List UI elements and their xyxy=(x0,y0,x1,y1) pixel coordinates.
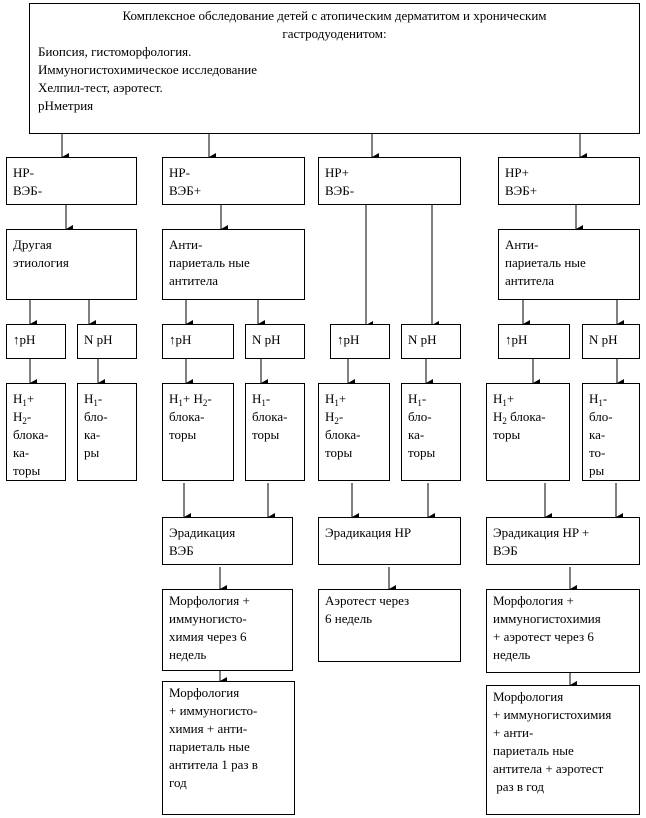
group-label: HP- xyxy=(13,165,34,180)
cause-label: Другая xyxy=(13,237,52,252)
ph-label: ↑рН xyxy=(337,332,360,347)
ph-high-box: ↑рН xyxy=(162,324,234,359)
h1-h2-blockers-box: H1+ H2- блока- ка- торы xyxy=(6,383,66,481)
ph-label: ↑рН xyxy=(169,332,192,347)
other-etiology-box: Другая этиология xyxy=(6,229,137,300)
h1-h2-blockers-box: H1+ H2- блока- торы xyxy=(318,383,390,481)
ph-normal-box: N рН xyxy=(582,324,640,359)
examination-box: Комплексное обследование детей с атопиче… xyxy=(29,3,640,134)
group-label: ВЭБ- xyxy=(325,183,355,198)
group-label: HP+ xyxy=(325,165,349,180)
group-label: ВЭБ- xyxy=(13,183,43,198)
h1-h2-blockers-box: H1+ H2- блока- торы xyxy=(162,383,234,481)
group-hp-pos-veb-neg: HP+ ВЭБ- xyxy=(318,157,461,205)
ph-label: N рН xyxy=(252,332,281,347)
ph-normal-box: N рН xyxy=(245,324,305,359)
ph-label: ↑рН xyxy=(13,332,36,347)
examination-item: Иммуногистохимическое исследование xyxy=(38,62,258,77)
cause-label: париеталь ные xyxy=(169,255,250,270)
ph-normal-box: N рН xyxy=(401,324,461,359)
cause-label: Анти- xyxy=(169,237,203,252)
h1-blockers-box: H1- блока- торы xyxy=(245,383,305,481)
ph-label: N рН xyxy=(589,332,618,347)
group-hp-neg-veb-neg: HP- ВЭБ- xyxy=(6,157,137,205)
ph-high-box: ↑рН xyxy=(498,324,570,359)
ph-normal-box: N рН xyxy=(77,324,137,359)
cause-label: этиология xyxy=(13,255,69,270)
ph-label: N рН xyxy=(408,332,437,347)
antiparietal-antibodies-box: Анти- париеталь ные антитела xyxy=(162,229,305,300)
antiparietal-antibodies-box: Анти- париеталь ные антитела xyxy=(498,229,640,300)
group-label: HP+ xyxy=(505,165,529,180)
eradication-veb-box: Эрадикация ВЭБ xyxy=(162,517,293,565)
group-label: HP- xyxy=(169,165,190,180)
eradication-hp-veb-box: Эрадикация HP + ВЭБ xyxy=(486,517,640,565)
followup-yearly-morphology-aerotest: Морфология + иммуногистохимия + анти- па… xyxy=(486,685,640,815)
cause-label: париеталь ные xyxy=(505,255,586,270)
group-hp-pos-veb-pos: HP+ ВЭБ+ xyxy=(498,157,640,205)
followup-yearly-morphology: Морфология + иммуногисто- химия + анти- … xyxy=(162,681,295,815)
examination-item: Биопсия, гистоморфология. xyxy=(38,44,192,59)
examination-title: Комплексное обследование детей с атопиче… xyxy=(122,8,547,41)
followup-morphology-6-weeks: Морфология + иммуногисто- химия через 6 … xyxy=(162,589,293,671)
examination-item: Хелпил-тест, аэротест. xyxy=(38,80,163,95)
cause-label: антитела xyxy=(169,273,219,288)
group-label: ВЭБ+ xyxy=(505,183,538,198)
followup-aerotest-6-weeks: Аэротест через 6 недель xyxy=(318,589,461,662)
cause-label: Анти- xyxy=(505,237,539,252)
examination-item: рНметрия xyxy=(38,98,94,113)
group-label: ВЭБ+ xyxy=(169,183,202,198)
group-hp-neg-veb-pos: HP- ВЭБ+ xyxy=(162,157,305,205)
h1-blockers-box: H1- бло- ка- торы xyxy=(401,383,461,481)
ph-high-box: ↑рН xyxy=(330,324,390,359)
followup-morphology-aerotest-6-weeks: Морфология + иммуногистохимия + аэротест… xyxy=(486,589,640,673)
h1-h2-blockers-box: H1+ H2 блока- торы xyxy=(486,383,570,481)
ph-label: ↑рН xyxy=(505,332,528,347)
h1-blockers-box: H1- бло- ка- то- ры xyxy=(582,383,640,481)
eradication-hp-box: Эрадикация HP xyxy=(318,517,461,565)
ph-label: N рН xyxy=(84,332,113,347)
cause-label: антитела xyxy=(505,273,555,288)
h1-blockers-box: H1- бло- ка- ры xyxy=(77,383,137,481)
ph-high-box: ↑рН xyxy=(6,324,66,359)
